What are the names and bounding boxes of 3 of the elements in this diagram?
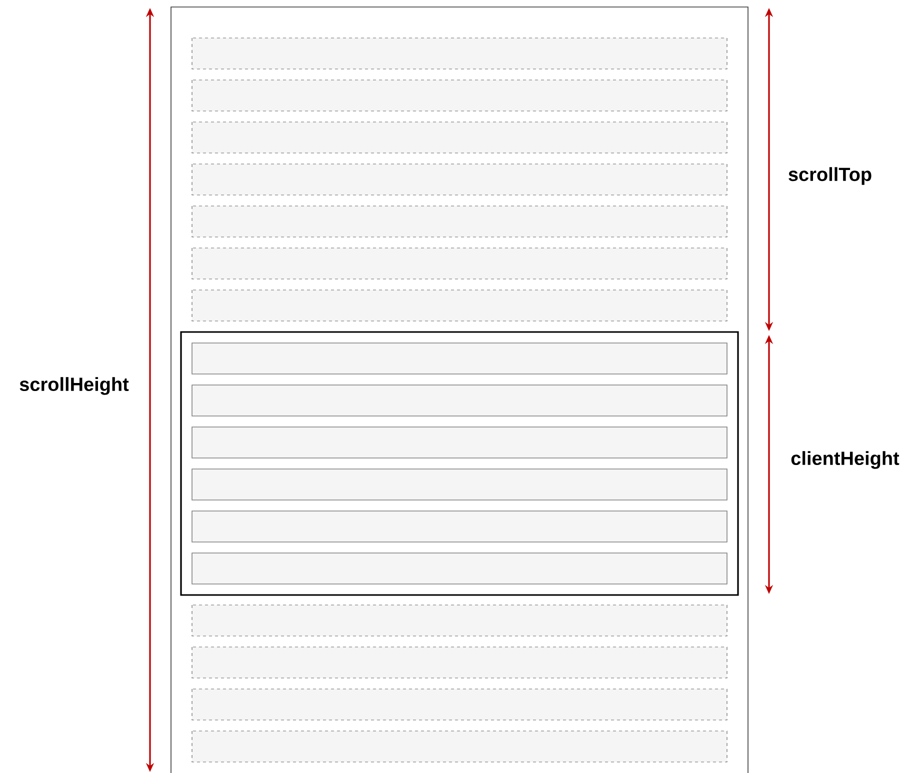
dimension-label: clientHeight: [791, 451, 900, 469]
dimension-label: scrollTop: [788, 167, 872, 185]
dimension-label: scrollHeight: [20, 377, 129, 395]
